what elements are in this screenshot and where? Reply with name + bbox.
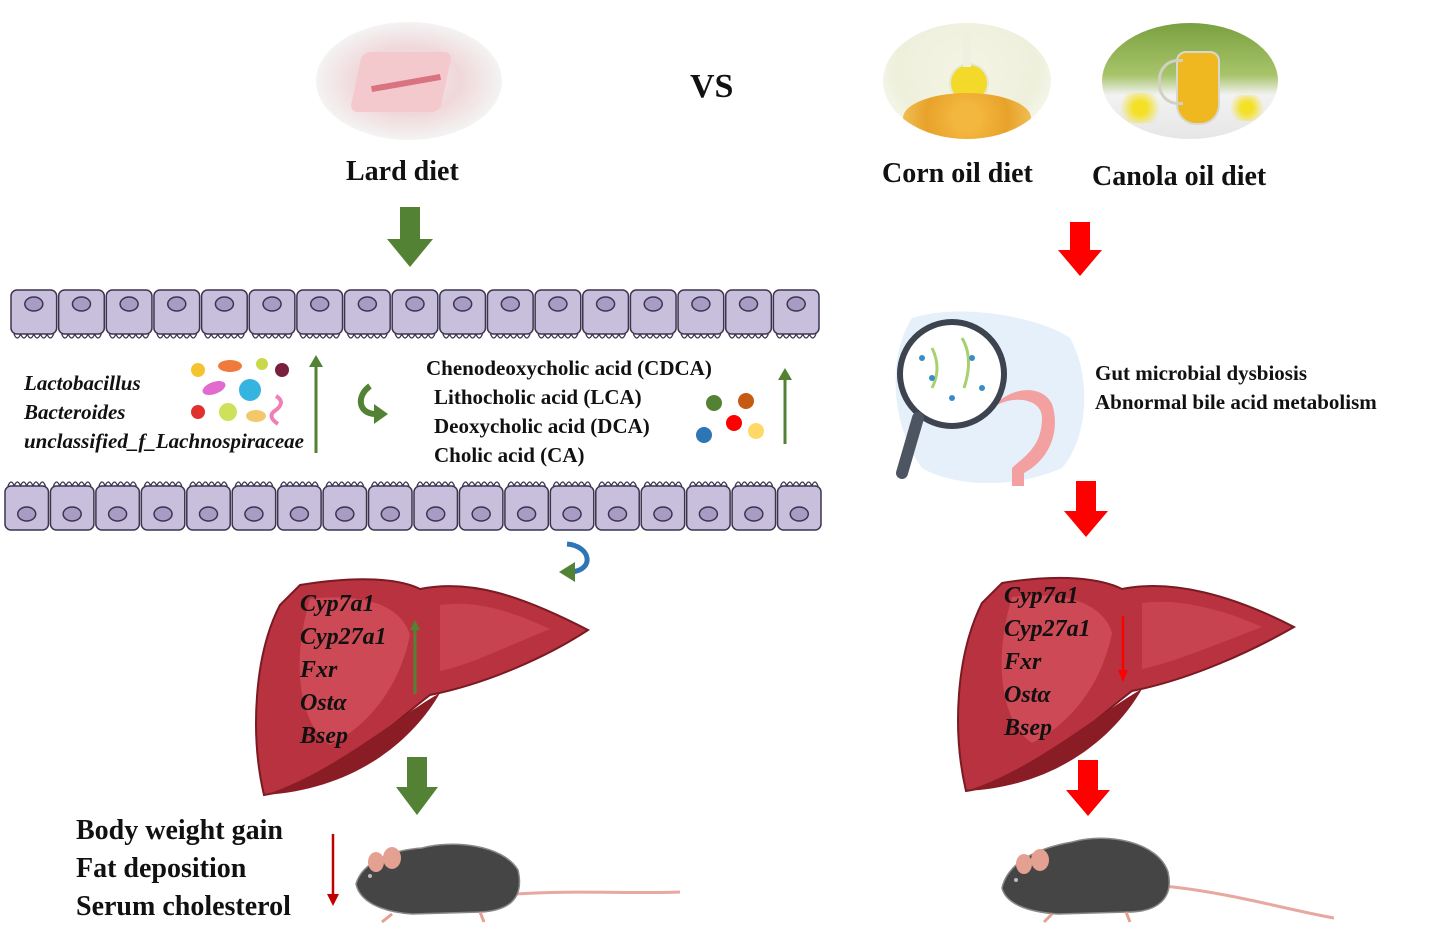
red-down-arrow-icon [1064, 481, 1108, 537]
liver-genes-up-arrow-icon [410, 620, 420, 694]
epithelial-cell [140, 481, 186, 531]
gene-item: Ostα [300, 690, 347, 716]
gene-item: Fxr [300, 657, 338, 683]
epithelial-cell [776, 481, 822, 531]
gene-item: Ostα [1004, 682, 1051, 708]
gene-item: Cyp27a1 [1004, 616, 1091, 642]
bile-acid-dots-icon [696, 393, 764, 443]
epithelial-cell [458, 481, 504, 531]
epithelial-cell [486, 289, 534, 339]
canola-oil-photo [1102, 23, 1278, 139]
mouse-left-icon [355, 843, 681, 924]
epithelial-cell [595, 481, 640, 531]
bile-acid-item: Cholic acid (CA) [434, 443, 585, 467]
epithelial-cell [582, 289, 630, 339]
epithelial-cell [772, 289, 820, 339]
effect-item: Gut microbial dysbiosis [1095, 361, 1307, 385]
lard-diet-label: Lard diet [346, 156, 459, 187]
bile-acid-item: Chenodeoxycholic acid (CDCA) [426, 356, 712, 380]
gut-magnifier-icon [895, 311, 1085, 486]
epithelial-cell [343, 289, 391, 339]
liver-right-genes: Cyp7a1 Cyp27a1 Fxr Ostα Bsep [1004, 580, 1091, 745]
return-arrow-icon [559, 541, 590, 582]
gene-item: Bsep [1004, 715, 1052, 741]
epithelial-cell [248, 289, 296, 339]
liver-right-icon [957, 576, 1297, 793]
epithelial-cell [413, 481, 459, 531]
epithelial-cell [677, 289, 725, 339]
epithelial-cell [534, 289, 582, 339]
gene-item: Bsep [300, 723, 348, 749]
liver-left-genes: Cyp7a1 Cyp27a1 Fxr Ostα Bsep [300, 588, 387, 753]
vs-label: VS [690, 68, 734, 105]
green-down-arrow-icon [387, 207, 433, 267]
liver-genes-down-arrow-icon [1118, 616, 1128, 682]
outcome-list: Body weight gain Fat deposition Serum ch… [76, 812, 291, 926]
epithelial-cell [504, 481, 550, 531]
corn-oil-photo [883, 23, 1051, 139]
epithelial-cell [391, 289, 439, 339]
bile-acid-item: Lithocholic acid (LCA) [434, 385, 642, 409]
epithelial-cell [49, 481, 95, 531]
bacteria-item: Lactobacillus [24, 371, 141, 395]
right-effects-list: Gut microbial dysbiosis Abnormal bile ac… [1095, 359, 1377, 417]
epithelial-cell [629, 289, 677, 339]
green-down-arrow-icon [396, 757, 438, 815]
gene-item: Fxr [1004, 649, 1042, 675]
liver-left-icon [255, 578, 590, 797]
curved-arrow-icon [358, 383, 388, 424]
mouse-right-icon [1001, 837, 1335, 924]
microbes-icon [191, 358, 289, 426]
epithelial-cell [322, 481, 368, 531]
epithelial-cell [186, 481, 231, 531]
intestine-epithelium-top [10, 288, 820, 348]
epithelial-cell [640, 481, 686, 531]
outcome-item: Body weight gain [76, 815, 283, 846]
epithelial-cell [731, 481, 777, 531]
effect-item: Abnormal bile acid metabolism [1095, 390, 1377, 414]
epithelial-cell [685, 481, 731, 531]
gene-item: Cyp27a1 [300, 624, 387, 650]
epithelial-cell [10, 289, 58, 339]
gene-item: Cyp7a1 [1004, 583, 1079, 609]
red-down-arrow-icon [1058, 222, 1102, 276]
epithelial-cell [4, 481, 50, 531]
bacteria-item: unclassified_f_Lachnospiraceae [24, 429, 304, 453]
epithelial-cell [95, 481, 141, 531]
epithelial-cell [549, 481, 595, 531]
red-down-arrow-icon [1066, 760, 1110, 816]
bacteria-up-arrow-icon [309, 355, 323, 453]
bile-acid-list: Chenodeoxycholic acid (CDCA) Lithocholic… [426, 354, 712, 470]
canola-oil-diet-label: Canola oil diet [1092, 161, 1267, 192]
epithelial-cell [724, 289, 773, 339]
epithelial-cell [57, 289, 106, 339]
lard-photo [316, 22, 502, 140]
epithelial-cell [296, 289, 344, 339]
epithelial-cell [105, 289, 153, 339]
intestine-epithelium-bottom [4, 472, 822, 532]
gene-item: Cyp7a1 [300, 591, 375, 617]
epithelial-cell [200, 289, 248, 339]
bile-acid-up-arrow-icon [778, 368, 792, 444]
epithelial-cell [276, 481, 322, 531]
outcome-down-arrow-icon [327, 834, 339, 906]
epithelial-cell [439, 289, 487, 339]
epithelial-cell [153, 289, 201, 339]
bacteria-list: Lactobacillus Bacteroides unclassified_f… [24, 369, 304, 456]
outcome-item: Serum cholesterol [76, 891, 291, 922]
bile-acid-item: Deoxycholic acid (DCA) [434, 414, 650, 438]
corn-oil-diet-label: Corn oil diet [882, 158, 1033, 189]
epithelial-cell [367, 481, 413, 531]
bacteria-item: Bacteroides [24, 400, 126, 424]
outcome-item: Fat deposition [76, 853, 247, 884]
epithelial-cell [231, 481, 277, 531]
